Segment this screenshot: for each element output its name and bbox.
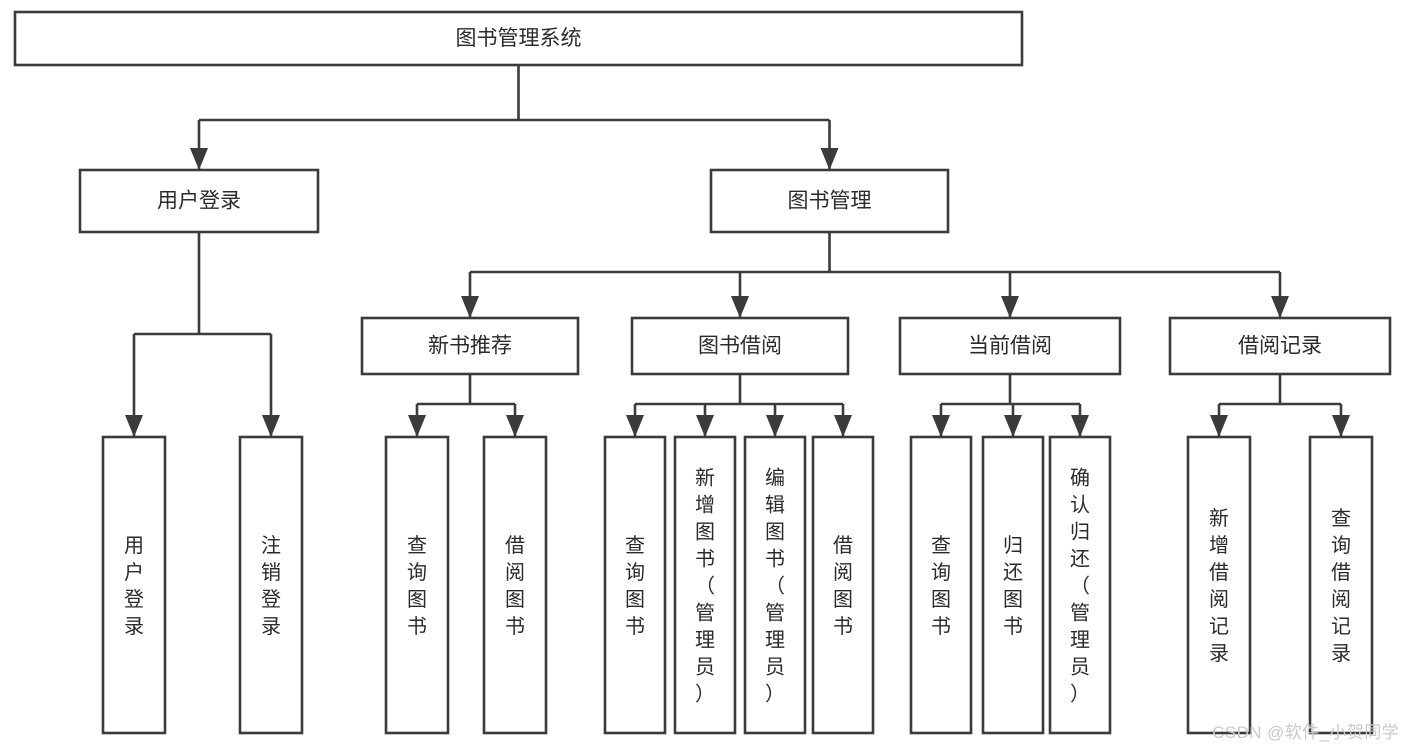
node-label: 编辑图书（管理员）: [765, 467, 785, 706]
arrowhead-icon: [125, 415, 143, 437]
leaf-node-10[interactable]: 归还图书: [981, 435, 1045, 735]
level3-node-2[interactable]: 图书借阅: [630, 316, 850, 376]
leaf-node-3[interactable]: 查询图书: [384, 435, 450, 735]
node-rect[interactable]: [101, 435, 167, 735]
arrowhead-icon: [932, 415, 950, 437]
node-label: 注销登录: [261, 534, 281, 638]
node-rect[interactable]: [360, 316, 580, 376]
node-label: 当前借阅: [968, 335, 1052, 358]
node-label: 用户登录: [124, 535, 144, 638]
node-rect[interactable]: [909, 435, 973, 735]
node-layer: 图书管理系统用户登录图书管理新书推荐图书借阅当前借阅借阅记录用户登录注销登录查询…: [13, 10, 1392, 735]
node-label: 新增借阅记录: [1209, 507, 1229, 665]
arrowhead-icon: [696, 415, 714, 437]
node-rect[interactable]: [981, 435, 1045, 735]
node-rect[interactable]: [384, 435, 450, 735]
node-label: 查询图书: [931, 534, 951, 638]
node-rect[interactable]: [673, 435, 737, 735]
node-label: 归还图书: [1003, 534, 1023, 638]
arrowhead-icon: [1071, 415, 1089, 437]
node-rect[interactable]: [1186, 435, 1252, 735]
arrowhead-icon: [834, 415, 852, 437]
arrowhead-icon: [190, 148, 208, 170]
node-rect[interactable]: [630, 316, 850, 376]
node-label: 借阅记录: [1238, 335, 1322, 358]
leaf-node-1[interactable]: 用户登录: [101, 435, 167, 735]
node-label: 图书管理系统: [456, 27, 582, 50]
node-label: 查询借阅记录: [1331, 507, 1351, 665]
leaf-node-13[interactable]: 查询借阅记录: [1308, 435, 1374, 735]
level3-node-3[interactable]: 当前借阅: [898, 316, 1122, 376]
arrowhead-icon: [262, 415, 280, 437]
leaf-node-7[interactable]: 编辑图书（管理员）: [743, 435, 807, 735]
arrowhead-icon: [820, 148, 839, 170]
node-label: 图书管理: [788, 190, 872, 213]
arrowhead-icon: [731, 296, 749, 318]
leaf-node-11[interactable]: 确认归还（管理员）: [1048, 435, 1112, 735]
node-rect[interactable]: [709, 168, 950, 234]
node-rect[interactable]: [743, 435, 807, 735]
arrowhead-icon: [626, 415, 644, 437]
node-rect[interactable]: [811, 435, 875, 735]
leaf-node-6[interactable]: 新增图书（管理员）: [673, 435, 737, 735]
level3-node-1[interactable]: 新书推荐: [360, 316, 580, 376]
node-label: 借阅图书: [833, 534, 853, 638]
node-label: 新增图书（管理员）: [695, 467, 715, 706]
arrowhead-icon: [1004, 415, 1022, 437]
leaf-node-12[interactable]: 新增借阅记录: [1186, 435, 1252, 735]
level2-node-1[interactable]: 用户登录: [78, 168, 320, 234]
node-rect[interactable]: [78, 168, 320, 234]
arrowhead-icon: [408, 415, 426, 437]
node-rect[interactable]: [898, 316, 1122, 376]
root-node-book-management-system[interactable]: 图书管理系统: [13, 10, 1024, 67]
node-label: 查询图书: [625, 534, 645, 638]
arrowhead-icon: [1001, 296, 1019, 318]
leaf-node-9[interactable]: 查询图书: [909, 435, 973, 735]
arrowhead-icon: [506, 415, 524, 437]
node-label: 图书借阅: [698, 335, 782, 358]
arrowhead-icon: [1271, 296, 1289, 318]
node-label: 新书推荐: [428, 335, 512, 358]
node-label: 确认归还（管理员）: [1070, 467, 1090, 706]
leaf-node-8[interactable]: 借阅图书: [811, 435, 875, 735]
leaf-node-5[interactable]: 查询图书: [603, 435, 667, 735]
node-label: 用户登录: [157, 190, 241, 213]
node-rect[interactable]: [603, 435, 667, 735]
level2-node-2[interactable]: 图书管理: [709, 168, 950, 234]
node-rect[interactable]: [482, 435, 548, 735]
arrowhead-icon: [1332, 415, 1350, 437]
level3-node-4[interactable]: 借阅记录: [1168, 316, 1392, 376]
connector-layer: [125, 65, 1350, 437]
watermark-label: CSDN @软件_小贺同学: [1212, 723, 1399, 742]
arrowhead-icon: [1210, 415, 1228, 437]
node-rect[interactable]: [238, 435, 304, 735]
node-rect[interactable]: [13, 10, 1024, 67]
arrowhead-icon: [461, 296, 479, 318]
node-rect[interactable]: [1168, 316, 1392, 376]
arrowhead-icon: [766, 415, 784, 437]
node-label: 借阅图书: [505, 534, 525, 638]
leaf-node-4[interactable]: 借阅图书: [482, 435, 548, 735]
node-rect[interactable]: [1048, 435, 1112, 735]
leaf-node-2[interactable]: 注销登录: [238, 435, 304, 735]
node-rect[interactable]: [1308, 435, 1374, 735]
node-label: 查询图书: [407, 534, 427, 638]
